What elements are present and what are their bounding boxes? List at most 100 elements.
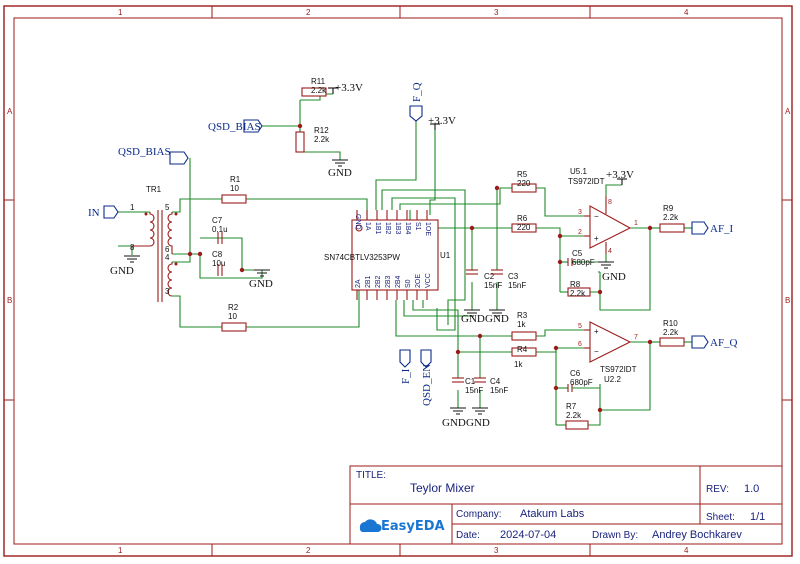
svg-text:GND: GND [485,313,509,325]
svg-text:8: 8 [608,199,612,206]
date-label: Date: [456,530,480,541]
sheet-label: Sheet: [706,512,735,523]
svg-text:2B4: 2B4 [395,275,402,288]
svg-text:C1: C1 [465,377,476,386]
resistor-r9[interactable]: R9 2.2k [659,204,685,233]
svg-text:U5.1: U5.1 [570,167,587,176]
opamp-u5-1[interactable]: − + U5.1 TS972IDT 3 2 1 8 4 [568,167,638,255]
power-3v3-u1: +3.3V [428,115,456,130]
capacitor-c6[interactable]: C6 680pF [567,369,593,392]
net-qsd-bias-left[interactable]: QSD_BIAS [118,146,189,165]
capacitor-c4[interactable]: C4 15nF [474,377,508,395]
ic-u1[interactable]: SN74CBTLV3253PW U1 GND 1A 1B1 1B2 1B3 1B… [324,210,451,300]
svg-text:+: + [594,327,599,336]
svg-text:S0: S0 [405,279,412,288]
resistor-r8[interactable]: R8 2.2k [567,280,591,298]
grid-col-3-bottom: 3 [494,546,499,555]
svg-text:U1: U1 [440,251,451,260]
svg-text:C8: C8 [212,250,223,259]
power-3v3-opamp: +3.3V [606,169,634,185]
svg-text:1B2: 1B2 [384,222,391,235]
svg-text:4: 4 [608,248,612,255]
u1-pin-stubs [356,210,428,300]
capacitor-c8[interactable]: C8 10u [212,250,225,276]
svg-text:F_I: F_I [400,368,412,384]
svg-text:2B3: 2B3 [385,275,392,288]
capacitor-c7[interactable]: C7 0.1u [212,216,228,244]
svg-text:GND: GND [110,265,134,277]
resistor-r4[interactable]: R4 1k [511,345,537,369]
svg-text:1B3: 1B3 [394,222,401,235]
svg-text:VCC: VCC [425,273,432,288]
svg-text:15nF: 15nF [508,281,526,290]
svg-text:R10: R10 [663,319,678,328]
svg-text:R4: R4 [517,345,528,354]
resistor-r6[interactable]: R6 220 [511,214,537,233]
capacitor-c3[interactable]: C3 15nF [491,269,526,290]
gnd-c3: GND [485,309,509,325]
gnd-r12: GND [328,159,352,179]
svg-text:1B4: 1B4 [404,222,411,235]
grid-col-3-top: 3 [494,8,499,17]
capacitor-c5[interactable]: C5 680pF [567,249,598,267]
svg-text:C4: C4 [490,377,501,386]
net-af-q[interactable]: AF_Q [691,335,738,349]
resistor-r11[interactable]: R11 2.2k [301,77,327,97]
svg-text:7: 7 [634,334,638,341]
opamp-u2-2[interactable]: + − TS972IDT U2.2 5 6 7 [578,321,638,384]
svg-text:0.1u: 0.1u [212,225,228,234]
net-qsd-bias-top[interactable]: QSD_BIAS [208,119,263,133]
resistor-r7[interactable]: R7 2.2k [565,402,589,430]
resistor-r2[interactable]: R2 10 [221,303,247,332]
svg-text:SN74CBTLV3253PW: SN74CBTLV3253PW [324,253,400,262]
svg-text:R6: R6 [517,214,528,223]
net-qsd-en[interactable]: QSD_EN [420,349,433,406]
resistor-r12[interactable]: R12 2.2k [295,126,330,153]
grid-col-1-top: 1 [118,8,123,17]
svg-text:15nF: 15nF [465,386,483,395]
svg-text:2.2k: 2.2k [314,135,330,144]
svg-text:GND: GND [602,271,626,283]
net-f-i[interactable]: F_I [399,349,412,384]
svg-text:10: 10 [230,184,239,193]
net-f-q[interactable]: F_Q [409,82,423,122]
svg-text:2B2: 2B2 [375,275,382,288]
capacitor-c1[interactable]: C1 15nF [452,377,483,395]
svg-text:TS972IDT: TS972IDT [568,177,605,186]
svg-text:R7: R7 [566,402,577,411]
svg-text:1: 1 [130,203,135,212]
svg-text:GND: GND [461,313,485,325]
svg-text:6: 6 [165,245,170,254]
svg-text:IN: IN [88,207,100,219]
resistor-r10[interactable]: R10 2.2k [659,319,685,347]
grid-row-b-right: B [785,296,790,305]
svg-text:2.2k: 2.2k [570,289,586,298]
svg-text:220: 220 [517,223,531,232]
svg-text:5: 5 [165,203,170,212]
u1-top-pins: GND 1A 1B1 1B2 1B3 1B4 S1 1OE [354,214,431,236]
net-in[interactable]: IN [88,205,119,219]
svg-text:2OE: 2OE [415,274,422,288]
capacitor-c2[interactable]: C2 15nF [466,269,502,290]
svg-text:+3.3V: +3.3V [606,169,634,181]
svg-text:EasyEDA: EasyEDA [381,519,445,534]
resistor-r1[interactable]: R1 10 [221,175,247,204]
svg-text:220: 220 [517,179,531,188]
svg-text:1k: 1k [514,360,523,369]
svg-text:1A: 1A [364,222,371,231]
svg-text:QSD_BIAS: QSD_BIAS [208,121,261,133]
svg-text:680pF: 680pF [572,258,595,267]
resistor-r5[interactable]: R5 220 [511,170,537,193]
gnd-opamp: GND [598,261,626,283]
transformer-tr1[interactable]: TR1 1 5 8 6 4 3 [130,185,178,302]
svg-text:GND: GND [354,214,361,230]
svg-text:2.2k: 2.2k [663,328,679,337]
svg-text:2B1: 2B1 [365,275,372,288]
svg-text:R1: R1 [230,175,241,184]
svg-text:2.2k: 2.2k [663,213,679,222]
net-af-i[interactable]: AF_I [691,221,734,235]
svg-text:−: − [594,212,599,221]
resistor-r3[interactable]: R3 1k [511,311,537,341]
drawn-by-label: Drawn By: [592,530,638,541]
junctions [187,123,653,413]
